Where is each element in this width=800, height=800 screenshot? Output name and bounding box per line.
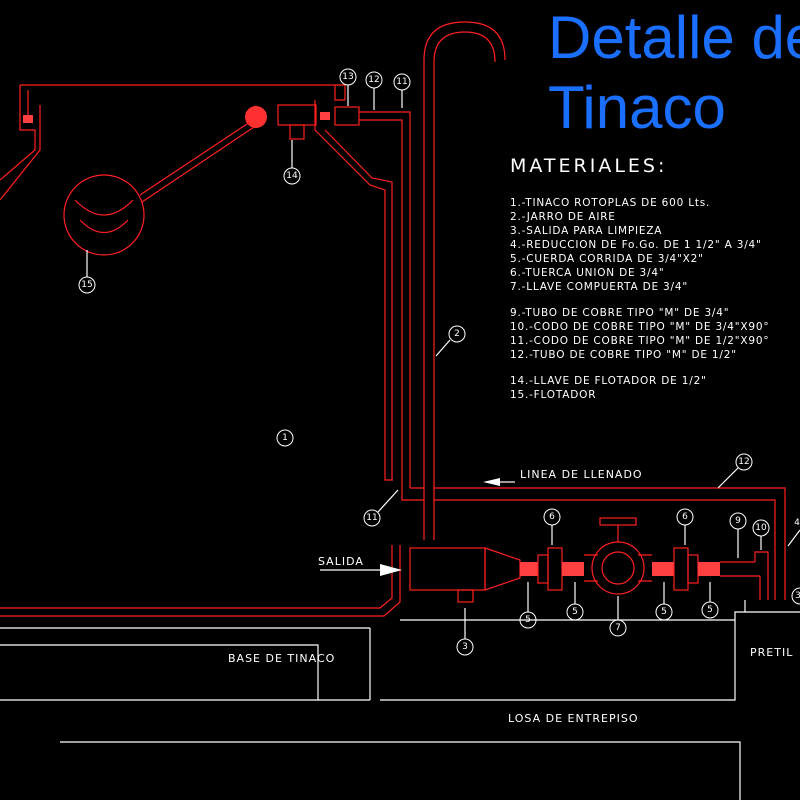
material-item: 2.-JARRO DE AIRE — [510, 211, 616, 223]
callout-6b: 6 — [676, 508, 694, 545]
air-vent-pipe — [423, 21, 506, 540]
material-item: 14.-LLAVE DE FLOTADOR DE 1/2" — [510, 375, 707, 387]
svg-text:1: 1 — [282, 433, 288, 443]
svg-text:5: 5 — [525, 615, 531, 625]
material-item: 7.-LLAVE COMPUERTA DE 3/4" — [510, 281, 688, 293]
svg-text:13: 13 — [342, 72, 353, 82]
float-valve — [139, 104, 317, 203]
callout-14: 14 — [283, 140, 301, 185]
tank-outline — [0, 84, 401, 617]
materials-heading: MATERIALES: — [510, 155, 667, 177]
callout-11a: 11 — [393, 73, 411, 108]
float-ball — [63, 174, 145, 256]
callout-15: 15 — [78, 250, 96, 294]
material-item: 5.-CUERDA CORRIDA DE 3/4"X2" — [510, 253, 704, 265]
callout-5a: 5 — [519, 582, 537, 629]
svg-text:9: 9 — [735, 516, 741, 526]
callout-11b: 11 — [363, 489, 399, 527]
svg-text:6: 6 — [682, 512, 688, 522]
svg-text:10: 10 — [755, 523, 767, 533]
svg-text:7: 7 — [615, 623, 621, 633]
label-losa: LOSA DE ENTREPISO — [508, 712, 639, 725]
callout-7: 7 — [609, 596, 627, 637]
svg-text:5: 5 — [572, 607, 578, 617]
material-item: 11.-CODO DE COBRE TIPO "M" DE 1/2"X90° — [510, 335, 769, 347]
svg-text:11: 11 — [396, 77, 407, 87]
svg-text:14: 14 — [286, 171, 298, 181]
svg-text:5: 5 — [661, 607, 667, 617]
callout-9: 9 — [729, 512, 747, 558]
material-item: 6.-TUERCA UNION DE 3/4" — [510, 267, 664, 279]
material-item: 3.-SALIDA PARA LIMPIEZA — [510, 225, 662, 237]
callout-5b: 5 — [566, 582, 584, 621]
svg-text:11: 11 — [366, 513, 377, 523]
callout-13: 13 — [339, 68, 357, 106]
callout-12a: 12 — [365, 71, 383, 110]
callout-10: 10 — [752, 519, 770, 550]
svg-text:12: 12 — [368, 75, 379, 85]
callout-6a: 6 — [543, 508, 561, 545]
materials-list: 1.-TINACO ROTOPLAS DE 600 Lts. 2.-JARRO … — [510, 197, 769, 401]
title-line-1: Detalle de — [548, 4, 800, 71]
material-item: 10.-CODO DE COBRE TIPO "M" DE 3/4"X90° — [510, 321, 769, 333]
svg-text:3: 3 — [795, 591, 800, 601]
material-item: 4.-REDUCCION DE Fo.Go. DE 1 1/2" A 3/4" — [510, 239, 762, 251]
label-salida: SALIDA — [318, 555, 364, 568]
material-item: 9.-TUBO DE COBRE TIPO "M" DE 3/4" — [510, 307, 729, 319]
fill-line — [401, 480, 786, 600]
callout-5d: 5 — [701, 582, 719, 619]
svg-text:15: 15 — [81, 280, 92, 290]
callout-3: 3 — [456, 608, 474, 656]
title-line-2: Tinaco — [548, 74, 726, 141]
label-linea-llenado: LINEA DE LLENADO — [520, 468, 643, 481]
callout-3-right: 3 — [791, 587, 800, 605]
callout-12b: 12 — [717, 453, 753, 489]
base-slab — [0, 600, 800, 800]
svg-text:5: 5 — [707, 605, 713, 615]
material-item: 12.-TUBO DE COBRE TIPO "M" DE 1/2" — [510, 349, 737, 361]
svg-text:4: 4 — [794, 518, 800, 528]
fill-pipe-top — [334, 106, 411, 488]
callout-2: 2 — [435, 325, 466, 357]
svg-text:6: 6 — [549, 512, 555, 522]
outlet-assembly — [409, 517, 769, 603]
callout-5c: 5 — [655, 582, 673, 621]
material-item: 1.-TINACO ROTOPLAS DE 600 Lts. — [510, 197, 710, 209]
callout-1: 1 — [276, 429, 294, 447]
label-base-tinaco: BASE DE TINACO — [228, 652, 335, 665]
svg-text:2: 2 — [454, 329, 460, 339]
material-item: 15.-FLOTADOR — [510, 389, 596, 401]
label-pretil: PRETIL — [750, 646, 793, 659]
svg-text:3: 3 — [462, 642, 468, 652]
callout-4: 4 — [787, 518, 800, 547]
svg-text:12: 12 — [738, 457, 749, 467]
